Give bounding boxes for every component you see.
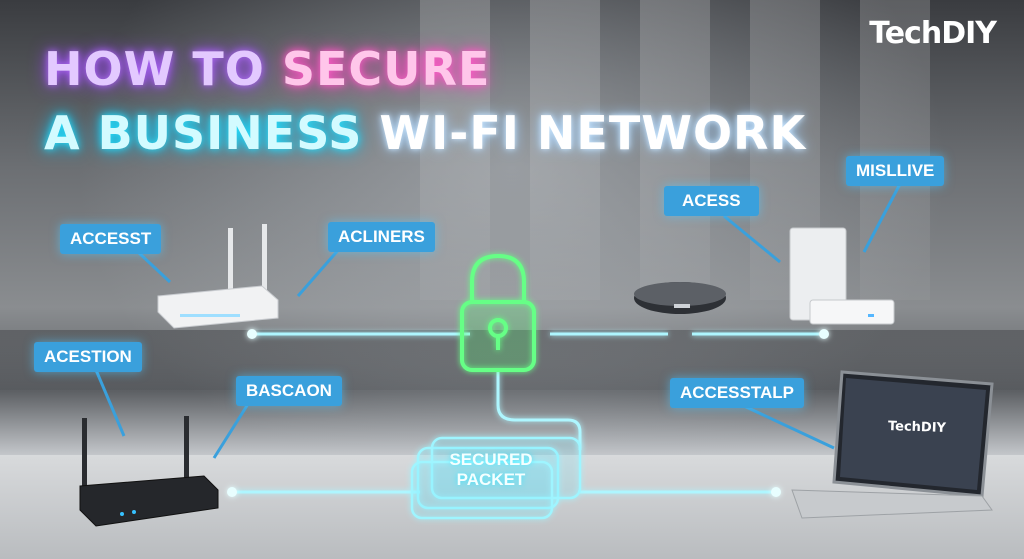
packet-label-line-2: PACKET	[456, 470, 526, 489]
node-dot	[247, 329, 257, 339]
wifi-router-icon	[79, 416, 219, 527]
access-point-icon	[634, 282, 726, 314]
node-dot	[771, 487, 781, 497]
laptop-icon	[791, 370, 994, 519]
window-pane	[640, 0, 710, 300]
headline-a-business: A BUSINESS	[44, 106, 363, 160]
headline-wifi-network: WI-FI NETWORK	[379, 106, 807, 160]
callout-accesstalp: ACCESSTALP	[670, 378, 804, 408]
callout-arrows	[94, 183, 902, 459]
node-dot	[819, 329, 829, 339]
node-dot	[227, 487, 237, 497]
packet-icon	[410, 436, 582, 520]
callout-acess: ACESS	[664, 186, 759, 216]
wifi-router-icon	[157, 224, 279, 329]
brand-logo: TechDIY	[869, 16, 997, 51]
laptop-screen-brand: TechDIY	[887, 418, 947, 437]
window-pane	[530, 0, 600, 300]
link-lock-to-packet	[496, 372, 582, 450]
headline-line-1: HOW TO SECURE	[44, 42, 490, 96]
access-point-icon	[789, 227, 895, 325]
secured-packet-label: SECURED PACKET	[432, 450, 550, 490]
callout-acestion: ACESTION	[34, 342, 142, 372]
callout-accesst: ACCESST	[60, 224, 162, 254]
window-pane	[860, 0, 930, 300]
headline-line-2: A BUSINESS WI-FI NETWORK	[44, 106, 806, 160]
callout-misllive: MISLLIVE	[846, 156, 945, 186]
padlock-icon	[460, 253, 536, 372]
packet-label-line-1: SECURED	[449, 450, 533, 469]
callout-bascaon: BASCAON	[236, 376, 342, 406]
headline-how: HOW TO	[44, 42, 265, 96]
headline-secure: SECURE	[281, 42, 491, 96]
callout-acliners: ACLINERS	[328, 222, 435, 252]
